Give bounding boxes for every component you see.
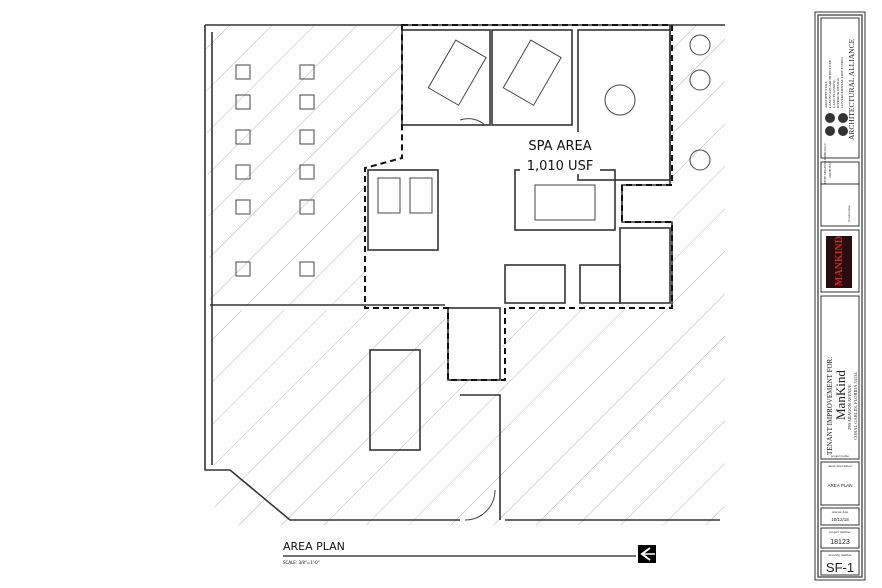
spa-area-label: SPA AREA — [528, 139, 591, 154]
project-name: ManKind — [833, 370, 848, 420]
revision-label: revision dates — [847, 205, 851, 222]
project-number-label: project number — [829, 530, 851, 534]
project-number: 18123 — [830, 539, 850, 546]
architect-role: ARCHITECT — [828, 161, 832, 178]
fixtures — [235, 34, 711, 521]
firm-name: ARCHITECTURAL ALLIANCE — [847, 38, 856, 140]
firm-logo — [825, 113, 848, 136]
firm-service: INTERIOR DESIGN — [836, 77, 840, 108]
architect-name: PETE MIGDOR ERDOGLU — [823, 143, 827, 184]
north-arrow-icon — [638, 545, 656, 563]
firm-service: LANDSCAPE ARCHITECTURE — [828, 60, 832, 108]
project-address1: 290 ARAGON AVENUE — [847, 384, 852, 430]
svg-text:MANKIND: MANKIND — [834, 236, 845, 286]
barber-chairs — [235, 64, 315, 277]
firm-service: GOVERNMENTAL PROCESSING — [840, 57, 844, 108]
project-address2: CORAL GABLES, FLORIDA 33134 — [853, 372, 859, 440]
release-date-label: release date — [832, 510, 849, 514]
sheet-description: AREA PLAN — [827, 483, 852, 488]
drawing-number-label: drawing number — [828, 553, 852, 557]
firm-service: LAND PLANNING — [832, 79, 836, 108]
spa-area-boundary — [364, 24, 673, 381]
firm-service: ARCHITECTURE — [824, 81, 828, 108]
mankind-logo: MANKIND — [826, 236, 852, 288]
project-heading: TENANT IMPROVEMENT FOR: — [826, 357, 834, 455]
title-block: ARCHITECTURE LANDSCAPE ARCHITECTURE LAND… — [814, 11, 866, 581]
spa-area-size: 1,010 USF — [527, 159, 594, 174]
plan-title: AREA PLAN — [283, 540, 345, 553]
hatched-existing-area — [205, 25, 725, 525]
release-date: 10/12/18 — [831, 517, 849, 522]
drawing-number: SF-1 — [826, 560, 854, 575]
plan-scale: SCALE: 3/8"=1'-0" — [283, 560, 320, 565]
project-name-label: project name — [831, 454, 850, 458]
sheet-description-label: sheet description — [828, 464, 852, 468]
